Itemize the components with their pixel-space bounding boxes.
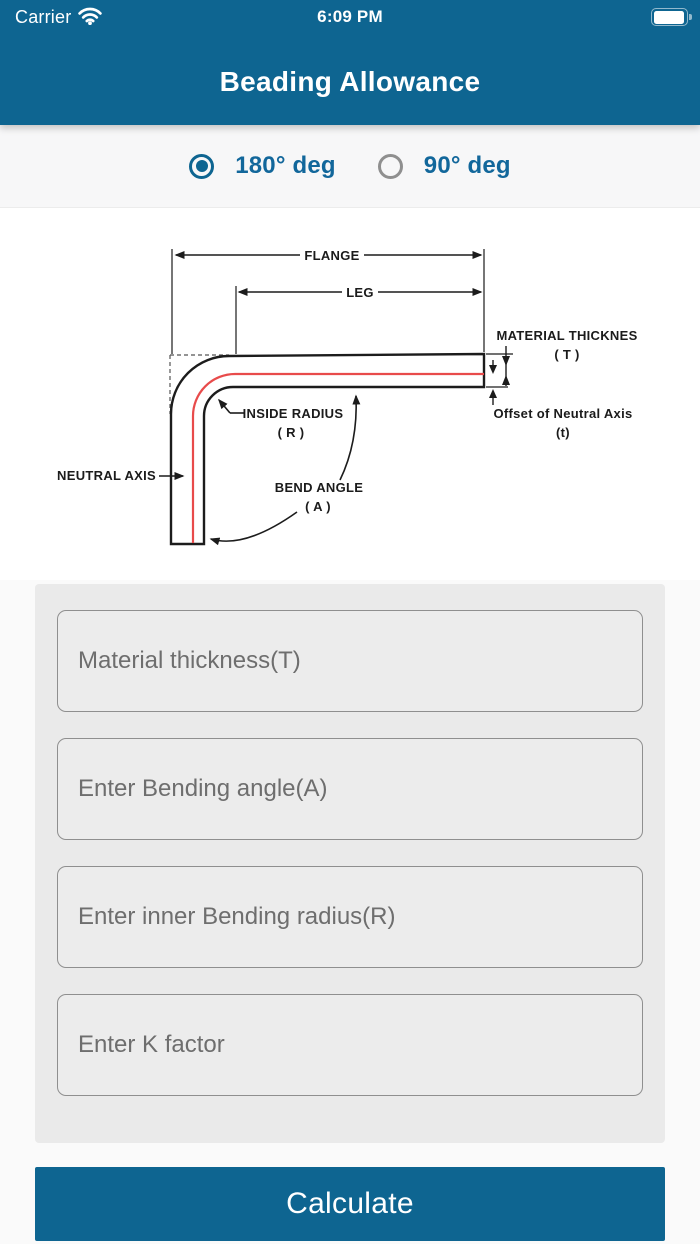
- radio-label-90deg: 90° deg: [423, 152, 511, 179]
- offset-neutral-axis-symbol: (t): [556, 425, 570, 440]
- bend-diagram: FLANGE LEG MATERIAL: [0, 208, 700, 580]
- page-title: Beading Allowance: [219, 66, 481, 97]
- battery-icon: [651, 8, 692, 26]
- status-bar: Carrier 6:09 PM: [0, 0, 700, 34]
- carrier-label: Carrier: [15, 7, 72, 27]
- angle-mode-selector: 180° deg 90° deg: [0, 125, 700, 208]
- k-factor-input[interactable]: [57, 994, 643, 1096]
- neutral-axis-line: [191, 372, 484, 543]
- radio-option-90deg[interactable]: 90° deg: [377, 152, 511, 180]
- inside-radius-symbol: ( R ): [278, 425, 305, 440]
- calculate-button[interactable]: Calculate: [35, 1167, 665, 1241]
- clock: 6:09 PM: [317, 7, 383, 26]
- bend-diagram-svg: FLANGE LEG MATERIAL: [57, 248, 637, 546]
- input-form-panel: [35, 584, 665, 1143]
- leg-label: LEG: [346, 285, 374, 300]
- inner-bending-radius-input[interactable]: [57, 866, 643, 968]
- material-thickness-input[interactable]: [57, 610, 643, 712]
- radio-option-180deg[interactable]: 180° deg: [189, 152, 336, 180]
- radio-label-180deg: 180° deg: [235, 152, 336, 179]
- app-header: Carrier 6:09 PM Beading Allowance: [0, 0, 700, 125]
- bend-angle-label: BEND ANGLE: [275, 480, 363, 495]
- wifi-icon: [78, 7, 103, 30]
- radio-selected-icon[interactable]: [189, 153, 215, 179]
- neutral-axis-label: NEUTRAL AXIS: [57, 468, 156, 483]
- bending-angle-input[interactable]: [57, 738, 643, 840]
- bend-angle-symbol: ( A ): [305, 499, 331, 514]
- flange-label: FLANGE: [304, 248, 359, 263]
- offset-neutral-axis-label: Offset of Neutral Axis: [493, 406, 632, 421]
- material-thickness-label: MATERIAL THICKNES: [496, 328, 637, 343]
- sheet-metal-outline: [169, 352, 486, 546]
- material-thickness-symbol: ( T ): [554, 347, 579, 362]
- inside-radius-label: INSIDE RADIUS: [243, 406, 344, 421]
- radio-unselected-icon[interactable]: [377, 153, 403, 179]
